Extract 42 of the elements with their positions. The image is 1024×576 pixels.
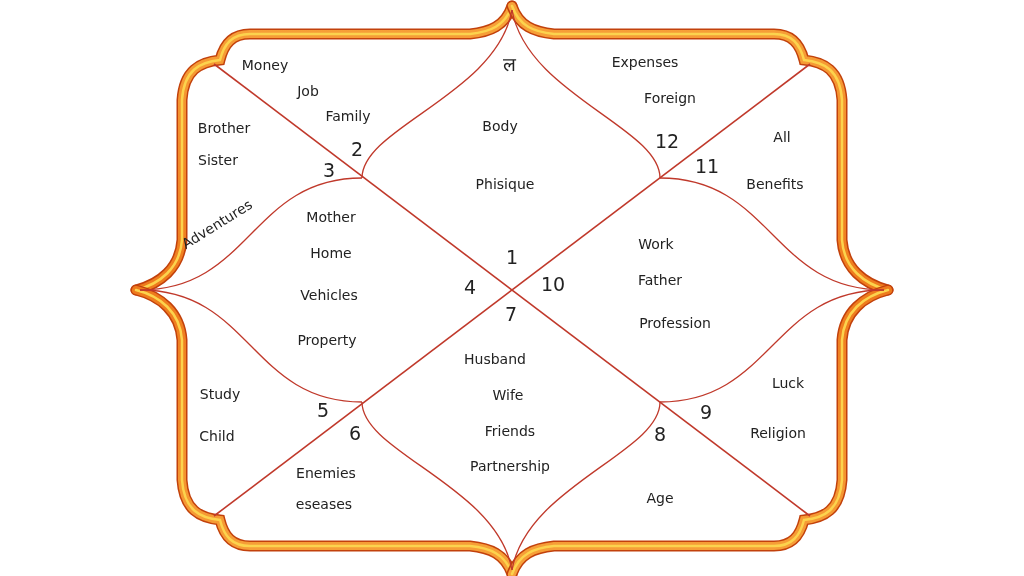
house-label: Religion — [750, 426, 806, 440]
house-label: Sister — [198, 153, 238, 167]
house-label: Wife — [492, 388, 524, 402]
house-label: Mother — [306, 210, 356, 224]
house-label: Work — [638, 237, 674, 251]
house-number: 7 — [504, 304, 518, 324]
house-number: 5 — [316, 400, 330, 420]
house-label: Job — [297, 84, 319, 98]
house-label: Father — [637, 273, 683, 287]
house-label: Husband — [464, 352, 526, 366]
house-label: Home — [310, 246, 352, 260]
house-number: ल — [502, 54, 516, 74]
house-number: 12 — [654, 131, 680, 151]
house-label: Property — [297, 333, 357, 347]
house-label: Benefits — [746, 177, 804, 191]
house-label: Vehicles — [300, 288, 358, 302]
house-label: Friends — [484, 424, 536, 438]
house-label: Age — [646, 491, 674, 505]
house-label: Child — [199, 429, 235, 443]
house-number: 10 — [540, 274, 566, 294]
house-number: 4 — [463, 277, 477, 297]
house-label: Money — [241, 58, 289, 72]
house-number: 1 — [505, 247, 519, 267]
house-number: 9 — [699, 402, 713, 422]
house-label: Luck — [771, 376, 805, 390]
house-label: Foreign — [644, 91, 696, 105]
house-label: Body — [482, 119, 518, 133]
house-label: Expenses — [611, 55, 679, 69]
house-label: eseases — [295, 497, 353, 511]
house-number: 8 — [653, 424, 667, 444]
house-number: 2 — [350, 139, 364, 159]
house-label: All — [773, 130, 791, 144]
house-label: Enemies — [296, 466, 356, 480]
house-number: 3 — [322, 160, 336, 180]
house-label: Partnership — [470, 459, 550, 473]
house-label: Brother — [197, 121, 251, 135]
house-label: Family — [325, 109, 371, 123]
house-number: 6 — [348, 423, 362, 443]
house-number: 11 — [694, 156, 720, 176]
house-label: Phisique — [475, 177, 535, 191]
house-label: Study — [199, 387, 241, 401]
house-label: Profession — [639, 316, 711, 330]
